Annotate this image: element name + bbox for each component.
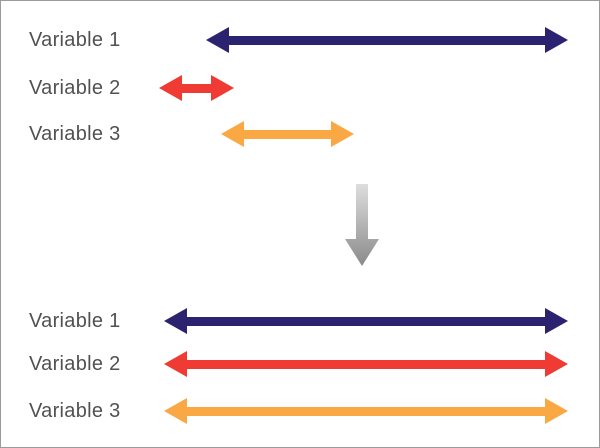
arrow-shaft <box>186 359 546 369</box>
arrow-shaft <box>181 83 212 93</box>
variable-label: Variable 2 <box>29 353 121 375</box>
range-arrow <box>159 75 234 101</box>
arrowhead-right-icon <box>545 398 568 424</box>
arrowhead-left-icon <box>164 351 187 377</box>
range-arrow <box>206 27 568 53</box>
variable-label: Variable 2 <box>29 77 121 99</box>
arrowhead-right-icon <box>545 351 568 377</box>
arrow-shaft <box>186 316 546 326</box>
arrowhead-right-icon <box>211 75 234 101</box>
variable-label: Variable 3 <box>29 400 121 422</box>
range-arrow <box>221 121 354 147</box>
variable-label: Variable 3 <box>29 123 121 145</box>
range-arrow <box>164 308 568 334</box>
arrow-shaft <box>186 406 546 416</box>
arrowhead-left-icon <box>221 121 244 147</box>
arrowhead-right-icon <box>545 27 568 53</box>
arrowhead-left-icon <box>159 75 182 101</box>
arrowhead-left-icon <box>164 308 187 334</box>
range-arrow <box>164 398 568 424</box>
arrow-shaft <box>243 129 332 139</box>
arrowhead-right-icon <box>545 308 568 334</box>
variable-label: Variable 1 <box>29 29 121 51</box>
variable-label: Variable 1 <box>29 310 121 332</box>
arrowhead-left-icon <box>164 398 187 424</box>
down-arrow-icon <box>345 184 379 266</box>
range-arrow <box>164 351 568 377</box>
arrowhead-right-icon <box>331 121 354 147</box>
arrowhead-left-icon <box>206 27 229 53</box>
arrow-shaft <box>228 35 546 45</box>
